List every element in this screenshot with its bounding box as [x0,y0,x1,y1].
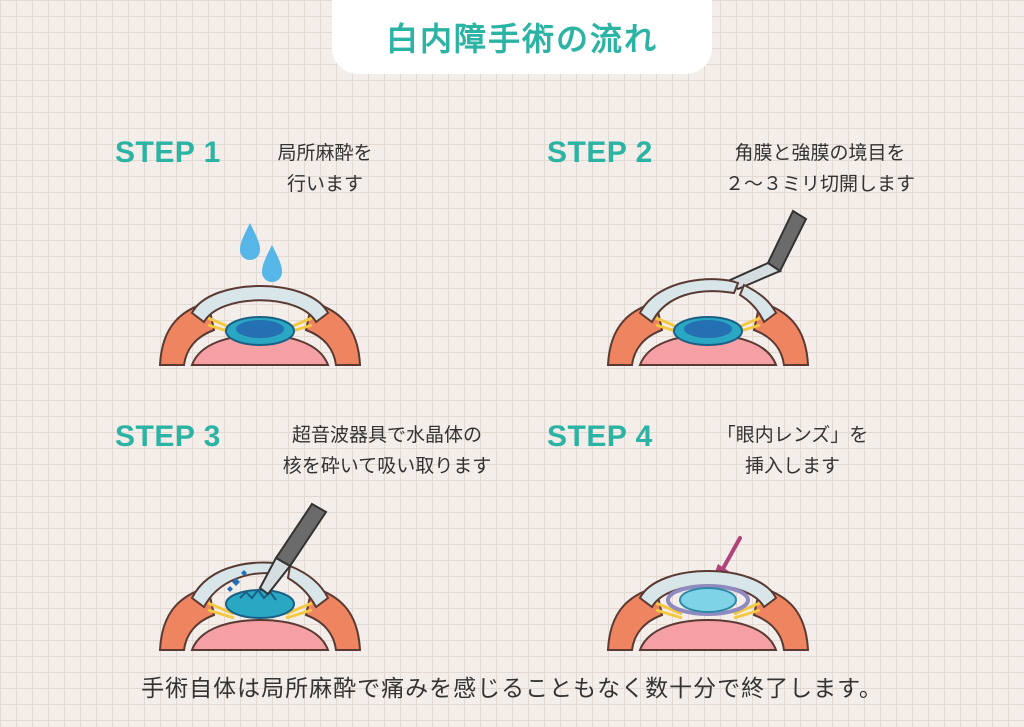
scalpel-icon [726,209,808,291]
step-2-desc-line-2: ２～３ミリ切開します [724,173,915,195]
step-4-desc-line-2: 挿入します [744,455,840,477]
step-1-label: STEP 1 [115,136,221,169]
eye-drop-icon [240,223,282,282]
cornea [190,285,330,324]
step-4-desc-line-1: 「眼内レンズ」を [716,424,869,446]
step-3-desc-line-2: 核を砕いて吸い取ります [282,455,492,477]
step-1-desc-line-1: 局所麻酔を [277,142,373,164]
step-1-desc-line-2: 行います [286,173,363,195]
step-4-description: 「眼内レンズ」を 挿入します [705,420,880,482]
step-2-label: STEP 2 [547,136,653,169]
step-4-label: STEP 4 [547,420,653,453]
step-3-desc-line-1: 超音波器具で水晶体の [291,424,482,446]
footer-note: 手術自体は局所麻酔で痛みを感じることもなく数十分で終了します。 [141,676,883,702]
intraocular-lens [679,587,737,613]
step-1-description: 局所麻酔を 行います [255,138,395,200]
step-1-eye-illustration [158,223,362,366]
step-3-description: 超音波器具で水晶体の 核を砕いて吸い取ります [262,420,512,482]
title-banner: 白内障手術の流れ [332,0,712,74]
step-3-label: STEP 3 [115,420,221,453]
step-4-eye-illustration [606,536,810,651]
step-3-eye-illustration [158,502,362,651]
ultrasonic-probe-icon [258,502,328,596]
step-2-description: 角膜と強膜の境目を ２～３ミリ切開します [705,138,935,200]
step-2-desc-line-1: 角膜と強膜の境目を [734,142,906,164]
step-2-eye-illustration [606,209,810,366]
page-title: 白内障手術の流れ [385,20,658,58]
